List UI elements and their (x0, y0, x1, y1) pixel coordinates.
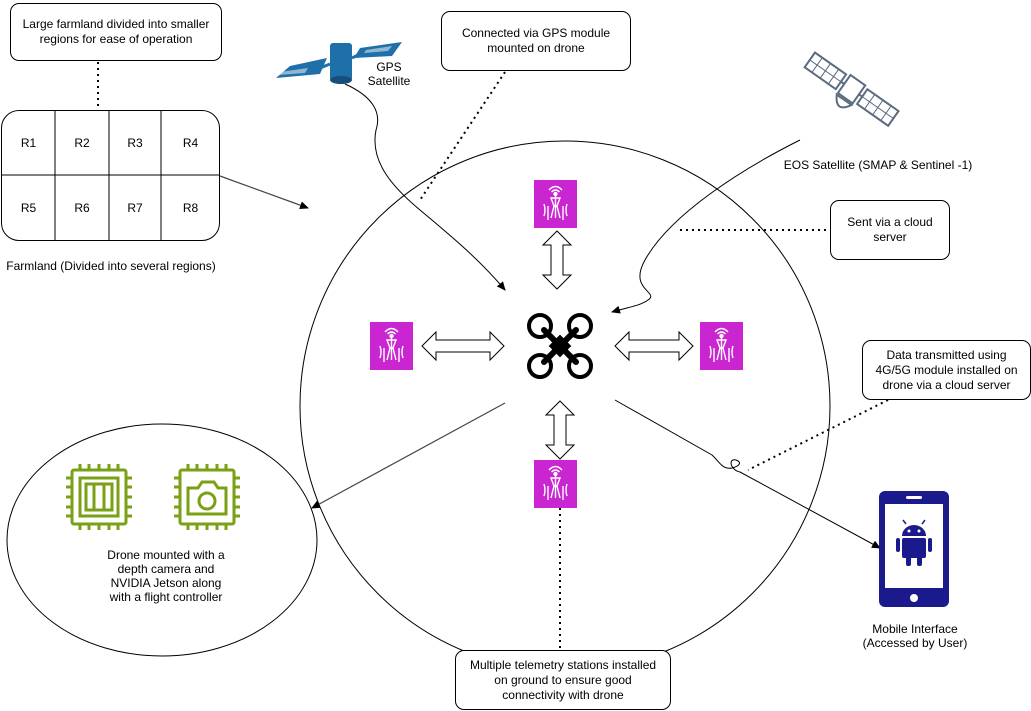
horizontal-link-arrow-left (421, 330, 505, 362)
hardware-arrow (311, 402, 506, 509)
chip-icon (66, 464, 132, 530)
region-cell: R4 (182, 135, 199, 150)
drone-icon (527, 313, 593, 379)
camera-chip-icon (174, 464, 240, 530)
cloud-note: Sent via a cloud server (830, 200, 950, 260)
gps-note-connector (419, 71, 506, 201)
farmland-grid-lines (1, 110, 220, 241)
data-note-connector (747, 399, 889, 471)
hardware-ellipse (6, 423, 318, 657)
satellite-icon (276, 42, 402, 84)
gps-satellite-label: GPS Satellite (367, 60, 411, 88)
horizontal-link-arrow-right (614, 330, 694, 362)
drone-hardware-label: Drone mounted with a depth camera and NV… (107, 548, 225, 604)
android-phone-icon (879, 491, 949, 607)
telemetry-note: Multiple telemetry stations installed on… (455, 650, 671, 710)
region-cell: R8 (182, 201, 199, 215)
eos-satellite-label: EOS Satellite (SMAP & Sentinel -1) (783, 158, 973, 172)
radio-tower-icon (370, 322, 413, 370)
farmland-note: Large farmland divided into smaller regi… (10, 3, 222, 61)
gps-note: Connected via GPS module mounted on dron… (441, 11, 631, 71)
region-cell: R1 (20, 135, 37, 150)
gps-link-arrow (344, 83, 506, 291)
eos-satellite-icon (803, 51, 900, 128)
farmland-arrow (219, 175, 309, 210)
region-cell: R7 (127, 201, 143, 215)
region-cell: R3 (127, 135, 143, 150)
radio-tower-icon (534, 460, 577, 508)
farmland-label: Farmland (Divided into several regions) (6, 259, 216, 273)
mobile-link-arrow (614, 399, 881, 549)
region-cell: R2 (74, 135, 90, 150)
region-cell: R5 (20, 201, 37, 215)
eos-link-arrow (611, 139, 801, 314)
vertical-link-arrow-top (541, 230, 573, 290)
data-note: Data transmitted using 4G/5G module inst… (862, 340, 1031, 400)
radio-tower-icon (700, 322, 743, 370)
mobile-interface-label: Mobile Interface (Accessed by User) (862, 622, 968, 650)
region-cell: R6 (74, 201, 90, 215)
radio-tower-icon (534, 180, 577, 228)
vertical-link-arrow-bottom (544, 400, 576, 460)
